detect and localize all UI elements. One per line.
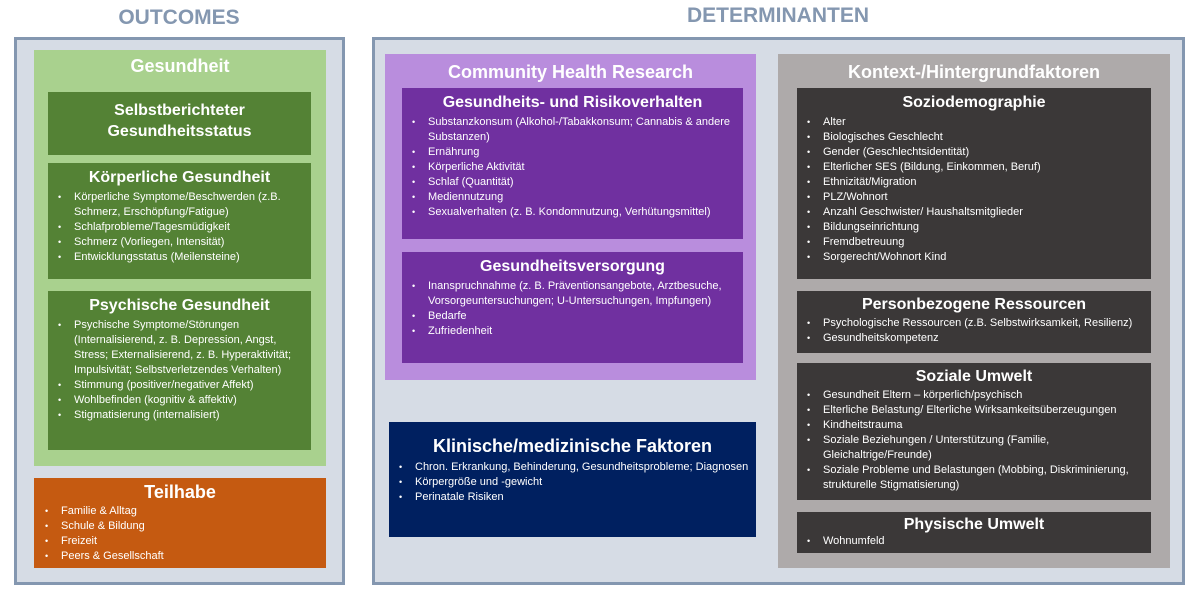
list-item: Kindheitstrauma [807, 418, 1145, 433]
list-item: Freizeit [45, 534, 320, 549]
list-item: Fremdbetreuung [807, 235, 1145, 250]
list-item: Perinatale Risiken [399, 490, 750, 505]
physisch-title: Physische Umwelt [903, 516, 1045, 533]
sozial-list: Gesundheit Eltern – körperlich/psychisch… [797, 388, 1151, 493]
ressourcen-box: Personbezogene Ressourcen Psychologische… [797, 291, 1151, 353]
list-item: Soziale Probleme und Belastungen (Mobbin… [807, 463, 1145, 493]
versorgung-title: Gesundheitsversorgung [480, 258, 665, 275]
list-item: Elterlicher SES (Bildung, Einkommen, Ber… [807, 160, 1145, 175]
list-item: Substanzkonsum (Alkohol-/Tabakkonsum; Ca… [412, 115, 737, 145]
klinisch-title: Klinische/medizinische Faktoren [432, 436, 713, 456]
list-item: Peers & Gesellschaft [45, 549, 320, 564]
list-item: Ethnizität/Migration [807, 175, 1145, 190]
koerper-list: Körperliche Symptome/Beschwerden (z.B. S… [48, 190, 311, 265]
psych-box: Psychische Gesundheit Psychische Symptom… [48, 291, 311, 450]
list-item: Gesundheitskompetenz [807, 331, 1145, 346]
list-item: Entwicklungsstatus (Meilensteine) [58, 250, 305, 265]
list-item: Zufriedenheit [412, 324, 737, 339]
list-item: Schlafprobleme/Tagesmüdigkeit [58, 220, 305, 235]
psych-list: Psychische Symptome/Störungen (Internali… [48, 318, 311, 423]
versorgung-box: Gesundheitsversorgung Inanspruchnahme (z… [402, 252, 743, 363]
list-item: Wohnumfeld [807, 534, 1145, 549]
teilhabe-list: Familie & Alltag Schule & Bildung Freize… [34, 504, 326, 564]
list-item: Elterliche Belastung/ Elterliche Wirksam… [807, 403, 1145, 418]
list-item: Wohlbefinden (kognitiv & affektiv) [58, 393, 305, 408]
list-item: PLZ/Wohnort [807, 190, 1145, 205]
list-item: Gesundheit Eltern – körperlich/psychisch [807, 388, 1145, 403]
list-item: Sexualverhalten (z. B. Kondomnutzung, Ve… [412, 205, 737, 220]
outcomes-title: OUTCOMES [118, 6, 240, 29]
list-item: Gender (Geschlechtsidentität) [807, 145, 1145, 160]
list-item: Inanspruchnahme (z. B. Präventionsangebo… [412, 279, 737, 309]
list-item: Stigmatisierung (internalisiert) [58, 408, 305, 423]
list-item: Ernährung [412, 145, 737, 160]
list-item: Körperliche Aktivität [412, 160, 737, 175]
sozio-box: Soziodemographie Alter Biologisches Gesc… [797, 88, 1151, 279]
list-item: Mediennutzung [412, 190, 737, 205]
klinisch-box: Klinische/medizinische Faktoren Chron. E… [389, 422, 756, 537]
chr-title: Community Health Research [447, 62, 694, 82]
list-item: Alter [807, 115, 1145, 130]
list-item: Schule & Bildung [45, 519, 320, 534]
kontext-title: Kontext-/Hintergrundfaktoren [848, 62, 1100, 82]
physisch-list: Wohnumfeld [797, 534, 1151, 549]
koerper-box: Körperliche Gesundheit Körperliche Sympt… [48, 163, 311, 279]
list-item: Sorgerecht/Wohnort Kind [807, 250, 1145, 265]
teilhabe-box: Teilhabe Familie & Alltag Schule & Bildu… [34, 478, 326, 568]
selbstbericht-title: Selbstberichteter Gesundheitsstatus [107, 102, 252, 140]
list-item: Stimmung (positiver/negativer Affekt) [58, 378, 305, 393]
determinanten-title: DETERMINANTEN [687, 4, 869, 27]
list-item: Bildungseinrichtung [807, 220, 1145, 235]
list-item: Schlaf (Quantität) [412, 175, 737, 190]
teilhabe-title: Teilhabe [144, 482, 216, 502]
list-item: Körperliche Symptome/Beschwerden (z.B. S… [58, 190, 305, 220]
verhalten-list: Substanzkonsum (Alkohol-/Tabakkonsum; Ca… [402, 115, 743, 220]
list-item: Psychische Symptome/Störungen (Internali… [58, 318, 305, 378]
psych-title: Psychische Gesundheit [89, 297, 270, 314]
list-item: Psychologische Ressourcen (z.B. Selbstwi… [807, 316, 1145, 331]
gesundheit-title: Gesundheit [130, 56, 230, 76]
versorgung-list: Inanspruchnahme (z. B. Präventionsangebo… [402, 279, 743, 339]
list-item: Soziale Beziehungen / Unterstützung (Fam… [807, 433, 1145, 463]
list-item: Chron. Erkrankung, Behinderung, Gesundhe… [399, 460, 750, 475]
verhalten-title: Gesundheits- und Risikoverhalten [442, 94, 703, 111]
list-item: Familie & Alltag [45, 504, 320, 519]
klinisch-list: Chron. Erkrankung, Behinderung, Gesundhe… [389, 460, 756, 505]
list-item: Anzahl Geschwister/ Haushaltsmitglieder [807, 205, 1145, 220]
list-item: Schmerz (Vorliegen, Intensität) [58, 235, 305, 250]
sozial-title: Soziale Umwelt [915, 368, 1033, 385]
list-item: Biologisches Geschlecht [807, 130, 1145, 145]
list-item: Körpergröße und -gewicht [399, 475, 750, 490]
physisch-box: Physische Umwelt Wohnumfeld [797, 512, 1151, 553]
ressourcen-list: Psychologische Ressourcen (z.B. Selbstwi… [797, 316, 1151, 346]
koerper-title: Körperliche Gesundheit [88, 169, 271, 186]
sozio-list: Alter Biologisches Geschlecht Gender (Ge… [797, 115, 1151, 265]
sozial-box: Soziale Umwelt Gesundheit Eltern – körpe… [797, 363, 1151, 500]
selbstbericht-box: Selbstberichteter Gesundheitsstatus [48, 92, 311, 155]
sozio-title: Soziodemographie [902, 94, 1046, 111]
verhalten-box: Gesundheits- und Risikoverhalten Substan… [402, 88, 743, 239]
ressourcen-title: Personbezogene Ressourcen [861, 296, 1087, 313]
list-item: Bedarfe [412, 309, 737, 324]
